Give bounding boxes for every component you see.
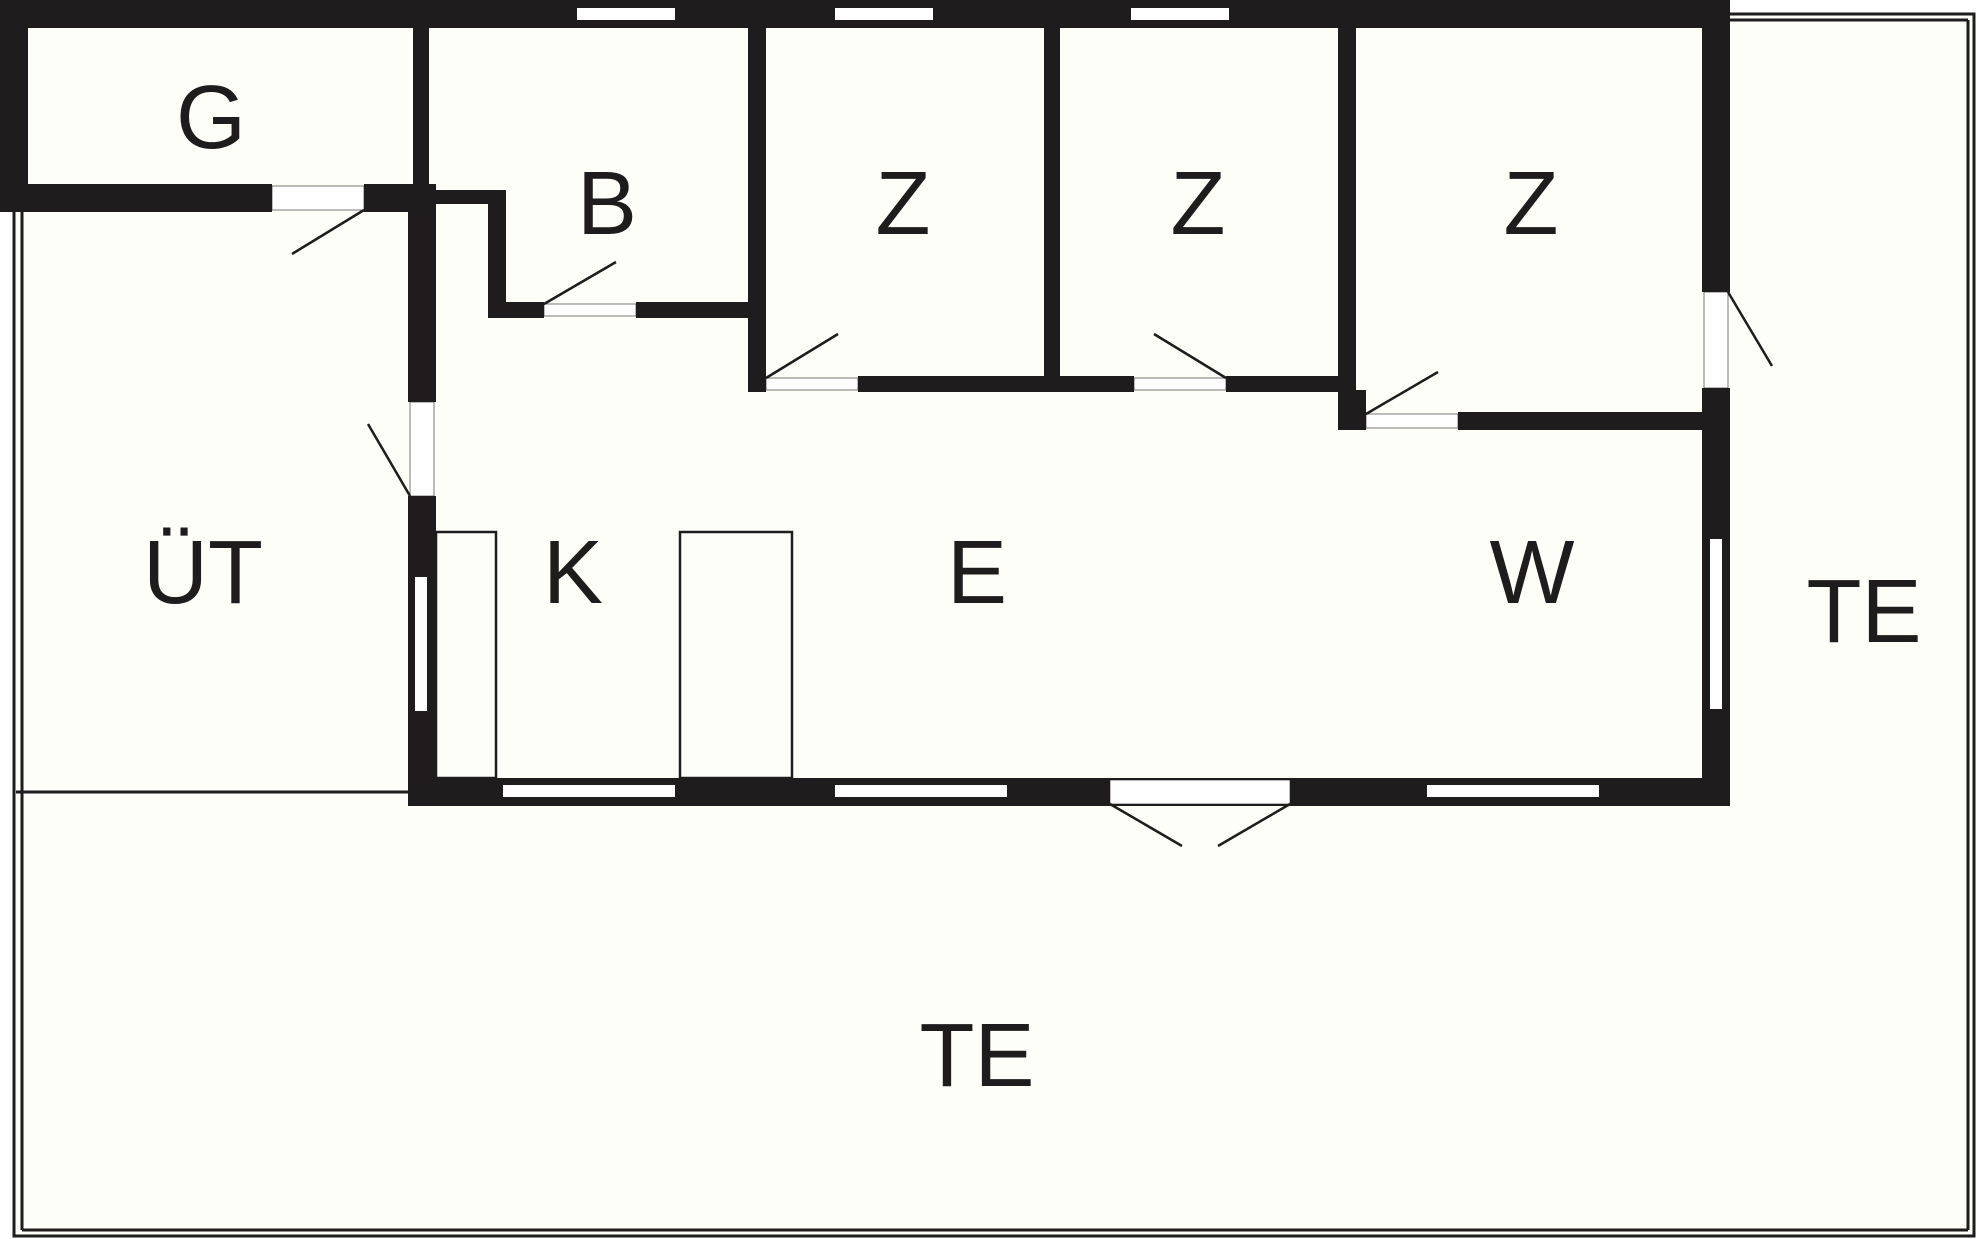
room-label-z1: Z [876, 154, 931, 254]
exterior-walls [0, 0, 1730, 806]
room-label-z3: Z [1504, 154, 1559, 254]
door-openings [271, 185, 1729, 805]
window-top-2 [833, 6, 935, 22]
room-label-ut: ÜT [143, 523, 263, 623]
room-label-g: G [176, 68, 246, 168]
room-label-w: W [1490, 523, 1575, 623]
room-labels: G B Z Z Z ÜT K E W TE TE [143, 68, 1922, 1106]
room-label-te-bottom: TE [919, 1006, 1034, 1106]
kitchen-fixtures [434, 530, 794, 780]
room-label-e: E [947, 523, 1007, 623]
kitchen-cabinet [678, 530, 794, 780]
window-top-3 [1129, 6, 1231, 22]
window-top-1 [575, 6, 677, 22]
kitchen-counter [434, 530, 498, 780]
window-bottom-2 [833, 783, 1009, 799]
windows [413, 6, 1724, 799]
door-swings [291, 208, 1774, 848]
interior-walls [413, 28, 1708, 430]
room-label-z2: Z [1171, 154, 1226, 254]
room-label-b: B [577, 154, 637, 254]
room-label-te-right: TE [1806, 562, 1921, 662]
room-label-k: K [543, 523, 603, 623]
window-bottom-1 [501, 783, 677, 799]
terrace-outline [12, 12, 1976, 1238]
window-left [413, 575, 429, 713]
window-bottom-3 [1425, 783, 1601, 799]
window-right [1708, 537, 1724, 711]
floor-area [14, 14, 1974, 1236]
